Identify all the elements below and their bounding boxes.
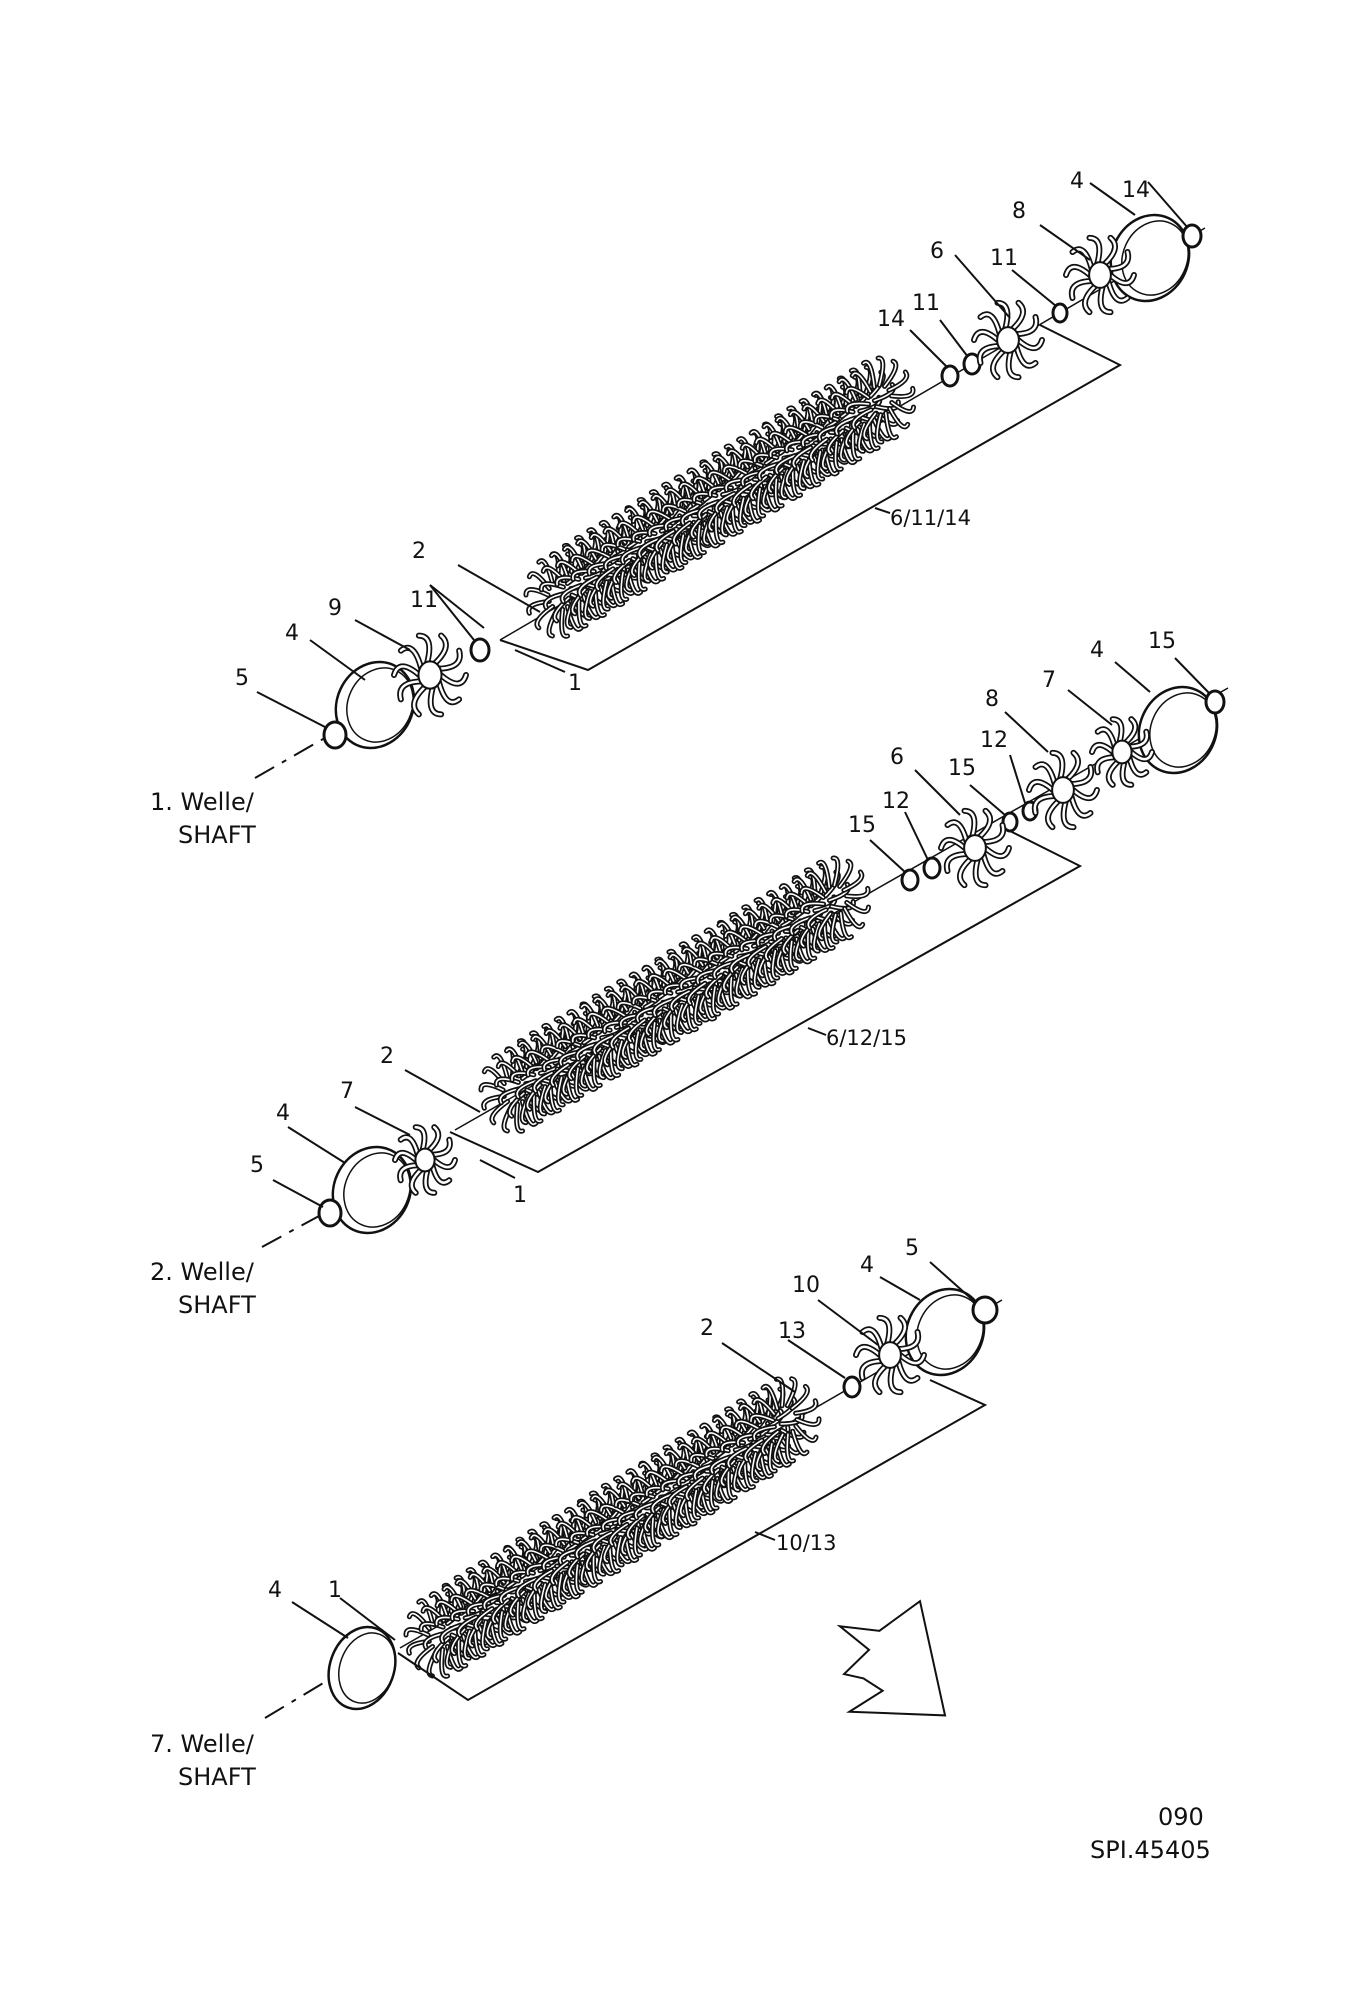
washer (922, 856, 942, 880)
callout-number: 2 (700, 1316, 714, 1341)
star-wheel (392, 1124, 458, 1196)
shaft-label: SHAFT (178, 1763, 256, 1791)
callout-number: 2 (380, 1044, 394, 1069)
washer (1001, 811, 1019, 833)
assembly-shaft-7: 2 13 10 4 5 4 1 10/13 7. Welle/ SHAFT (150, 1236, 1003, 1791)
callout-number: 1 (513, 1183, 527, 1208)
callout-number: 10 (792, 1273, 820, 1298)
callout-number: 4 (860, 1253, 874, 1278)
callout-number: 11 (990, 246, 1018, 271)
washer (1051, 302, 1069, 324)
callout-number: 4 (1070, 169, 1084, 194)
star-wheel (391, 632, 469, 718)
washer (940, 364, 960, 388)
callout-number: 9 (328, 596, 342, 621)
callout-number: 4 (1090, 638, 1104, 663)
callout-number: 5 (250, 1153, 264, 1178)
star-wheel (853, 1314, 927, 1396)
callout-number: 13 (778, 1319, 806, 1344)
washer (322, 720, 348, 750)
star-wheel (1026, 749, 1100, 831)
group-reference: 6/12/15 (826, 1026, 907, 1050)
star-wheel (1063, 234, 1137, 316)
callout-number: 4 (285, 621, 299, 646)
assembly-shaft-2: 2 7 4 5 1 15 12 6 15 12 8 7 4 15 6/12/15… (150, 629, 1229, 1319)
callout-number: 7 (340, 1079, 354, 1104)
brush-roller (523, 355, 917, 639)
washer (469, 637, 491, 663)
washer (317, 1198, 343, 1228)
callout-number: 1 (328, 1578, 342, 1603)
callout-number: 15 (948, 756, 976, 781)
group-bracket (449, 829, 1083, 1174)
washer (1181, 223, 1203, 249)
washer (842, 1375, 862, 1399)
assembly-shaft-1: 2 9 4 5 11 1 14 11 6 11 8 4 14 6/11/14 1… (150, 169, 1206, 849)
callout-number: 5 (235, 666, 249, 691)
callout-number: 8 (985, 687, 999, 712)
callout-number: 12 (980, 728, 1008, 753)
star-wheel (971, 299, 1045, 381)
star-wheel (1089, 716, 1155, 788)
callout-number: 7 (1042, 668, 1056, 693)
bristle-disk (798, 855, 872, 945)
shaft-label: 7. Welle/ (150, 1730, 255, 1758)
washer (900, 868, 920, 892)
callout-number: 8 (1012, 199, 1026, 224)
star-wheel (938, 807, 1012, 889)
shaft-label: 2. Welle/ (150, 1258, 255, 1286)
callout-number: 14 (1122, 178, 1150, 203)
callout-number: 4 (268, 1578, 282, 1603)
shaft-label: 1. Welle/ (150, 788, 255, 816)
callout-number: 5 (905, 1236, 919, 1261)
callout-number: 4 (276, 1101, 290, 1126)
callout-number: 6 (930, 239, 944, 264)
drawing-id: SPI.45405 (1090, 1836, 1211, 1864)
end-disc (331, 1145, 413, 1235)
shaft-label: SHAFT (178, 1291, 256, 1319)
group-bracket (499, 324, 1123, 672)
callout-number: 2 (412, 539, 426, 564)
callout-number: 11 (912, 291, 940, 316)
callout-number: 1 (568, 671, 582, 696)
washer (1204, 689, 1226, 715)
callout-number: 12 (882, 789, 910, 814)
callout-number: 14 (877, 307, 905, 332)
brush-roller (478, 855, 872, 1134)
group-reference: 6/11/14 (890, 506, 971, 530)
callout-number: 15 (848, 813, 876, 838)
shaft-label: SHAFT (178, 821, 256, 849)
group-bracket (397, 1379, 988, 1702)
callout-number: 15 (1148, 629, 1176, 654)
callout-number: 6 (890, 745, 904, 770)
group-reference: 10/13 (776, 1531, 837, 1555)
washer (971, 1295, 999, 1325)
page-number: 090 (1158, 1803, 1204, 1831)
brush-roller (403, 1376, 822, 1679)
callout-number: 11 (410, 588, 438, 613)
direction-arrow-icon (836, 1599, 947, 1717)
bristle-disk (843, 355, 917, 445)
